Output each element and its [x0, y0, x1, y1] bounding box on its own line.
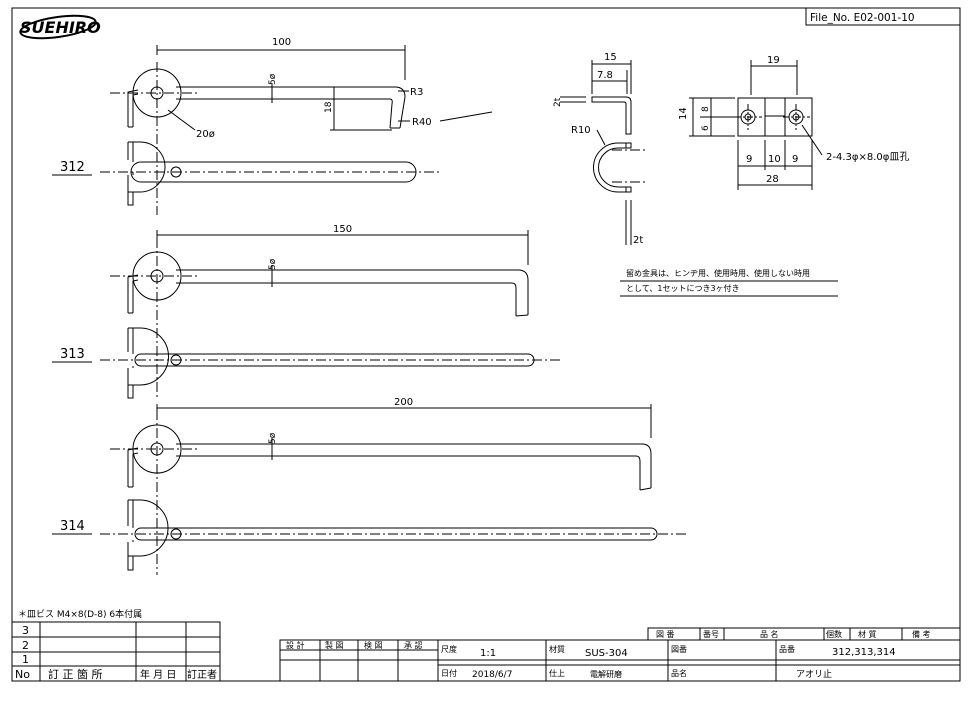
- revision-header-date: 年 月 日: [140, 668, 176, 681]
- bracket-side-radius: R10: [571, 125, 591, 136]
- revision-row-3: 3: [22, 624, 29, 637]
- finish-label: 仕上: [549, 668, 565, 678]
- part-314-views: [52, 404, 686, 575]
- drawing-frame: [11, 7, 961, 682]
- bracket-front-s1: 9: [746, 154, 752, 165]
- logo-text: SUEHIRO: [20, 18, 101, 37]
- bracket-side-thickness-bottom: 2t: [633, 235, 643, 246]
- bracket-front-width: 19: [767, 55, 780, 66]
- part-314-dia: 5ø: [268, 432, 278, 444]
- role-design: 設 計: [286, 640, 305, 650]
- parts-header-remarks: 備 考: [912, 629, 931, 639]
- part-312-r-large: R40: [412, 117, 432, 128]
- scale-label: 尺度: [441, 644, 457, 654]
- hinban-value: 312,313,314: [832, 647, 896, 658]
- bracket-side-width2: 7.8: [597, 70, 613, 81]
- bracket-front-hole-note: 2-4.3φ×8.0φ皿孔: [826, 151, 909, 163]
- bracket-side-view: [560, 60, 645, 245]
- material-value: SUS-304: [585, 648, 628, 659]
- note-line-1: 留め金具は、ヒンヂ用、使用時用、使用しない時用: [626, 268, 810, 278]
- parts-header-name: 品 名: [760, 629, 779, 639]
- part-313-length: 150: [333, 224, 352, 235]
- revision-header-no: No: [15, 668, 30, 681]
- date-label: 日付: [441, 668, 457, 678]
- role-approve: 承 認: [404, 640, 423, 650]
- bracket-front-total: 28: [766, 174, 779, 185]
- revision-table: [11, 621, 221, 682]
- part-312-dia: 5ø: [268, 73, 278, 85]
- part-312-label: 312: [60, 160, 85, 175]
- role-check: 検 図: [364, 640, 383, 650]
- part-312-views: [52, 45, 493, 215]
- parts-header-material: 材 質: [858, 629, 877, 639]
- hinmei-value: アオリ止: [796, 668, 832, 680]
- note-line-2: として、1セットにつき3ヶ付き: [626, 283, 740, 293]
- scale-value: 1:1: [480, 648, 496, 659]
- part-312-height: 18: [324, 101, 334, 113]
- role-drafting: 製 図: [325, 640, 344, 650]
- part-313-dia: 5ø: [268, 258, 278, 270]
- part-314-length: 200: [394, 397, 413, 408]
- revision-row-2: 2: [22, 639, 29, 652]
- hinmei-label: 品名: [671, 668, 687, 678]
- revision-header-location: 訂 正 箇 所: [48, 667, 103, 681]
- parts-header-zuban: 図 番: [656, 629, 675, 639]
- bracket-side-thickness-top: 2t: [553, 97, 563, 107]
- date-value: 2018/6/7: [472, 670, 512, 680]
- part-312-r-small: R3: [410, 87, 423, 98]
- part-312-length: 100: [272, 37, 291, 48]
- bracket-front-s2: 10: [768, 154, 781, 165]
- part-313-label: 313: [60, 347, 85, 362]
- finish-value: 電解研磨: [590, 669, 622, 679]
- part-313-views: [52, 230, 562, 400]
- bracket-front-h1: 8: [701, 106, 711, 112]
- bracket-front-height: 14: [678, 107, 689, 120]
- revision-header-reviser: 訂正者: [187, 668, 217, 681]
- screw-note: ＊皿ビス M4×8(D-8) 6本付属: [18, 608, 142, 620]
- revision-row-1: 1: [22, 653, 29, 666]
- parts-header-qty: 個数: [826, 629, 842, 639]
- parts-header-number: 番号: [703, 629, 719, 639]
- bracket-front-h2: 6: [701, 125, 711, 131]
- material-label: 材質: [549, 644, 565, 654]
- file-number: File_No. E02-001-10: [810, 12, 915, 24]
- bracket-side-width: 15: [604, 52, 617, 63]
- bracket-front-s3: 9: [792, 154, 798, 165]
- title-block: [279, 627, 961, 682]
- zuban-label: 図番: [671, 644, 687, 654]
- logo: SUEHIRO: [19, 14, 101, 40]
- part-314-label: 314: [60, 519, 85, 534]
- bracket-front-view: [689, 60, 823, 190]
- hinban-label: 品番: [779, 644, 795, 654]
- part-312-eye-dia: 20ø: [196, 129, 215, 140]
